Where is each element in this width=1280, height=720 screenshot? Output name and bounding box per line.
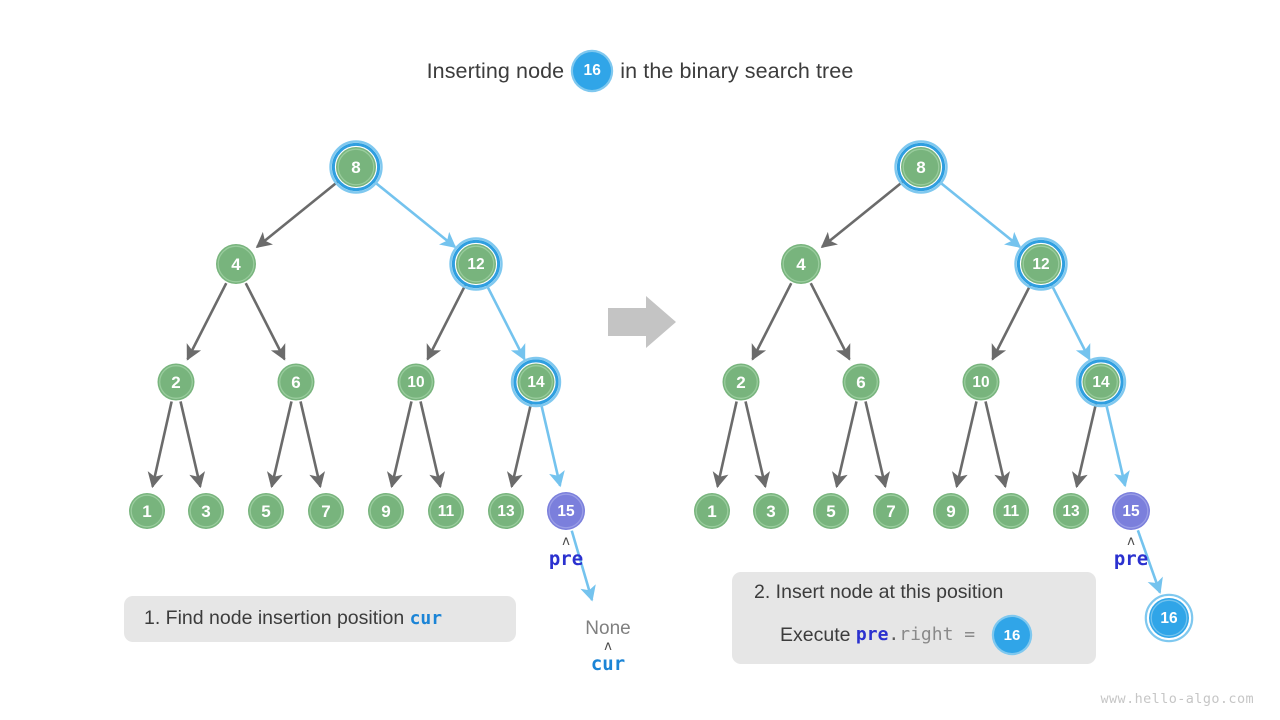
- caption-2-field-right: right: [899, 624, 954, 646]
- tree-node-7: 7: [873, 493, 909, 529]
- title-node-badge-16: 16: [573, 52, 612, 90]
- transition-arrow-icon: [608, 296, 676, 348]
- caption-2-text: 2. Insert node at this position: [754, 580, 1004, 603]
- tree-node-label: 5: [261, 502, 270, 521]
- tree-node-label: 8: [916, 158, 925, 177]
- tree-node-label: 5: [826, 502, 835, 521]
- tree-node-12: 12: [1014, 237, 1068, 291]
- left-pre-pointer: ʌ pre: [549, 535, 583, 569]
- title-text-after: in the binary search tree: [620, 58, 854, 83]
- tree-node-3: 3: [188, 493, 224, 529]
- tree-node-label: 13: [1062, 503, 1080, 520]
- none-value-text: None: [585, 618, 631, 639]
- tree-node-label: 4: [796, 255, 806, 274]
- tree-node-4: 4: [781, 244, 821, 284]
- tree-node-9: 9: [933, 493, 969, 529]
- caption-1-text: 1. Find node insertion position: [144, 607, 410, 630]
- caption-2-line-2: Execute pre . right = 16: [754, 617, 1074, 654]
- caption-step-1: 1. Find node insertion position cur: [124, 596, 516, 642]
- tree-node-15: 15: [1112, 492, 1150, 530]
- tree-node-11: 11: [428, 493, 464, 529]
- right-pre-pointer: ʌ pre: [1114, 535, 1148, 569]
- tree-node-3: 3: [753, 493, 789, 529]
- tree-node-9: 9: [368, 493, 404, 529]
- caption-2-line-1: 2. Insert node at this position: [754, 580, 1074, 603]
- tree-node-label: 15: [1122, 503, 1140, 520]
- tree-node-8: 8: [329, 140, 383, 194]
- tree-node-11: 11: [993, 493, 1029, 529]
- tree-node-label: 6: [291, 373, 300, 392]
- tree-node-label: 1: [707, 502, 716, 521]
- tree-node-label: 15: [557, 503, 575, 520]
- tree-node-13: 13: [488, 493, 524, 529]
- left-tree-edges: [147, 179, 596, 602]
- tree-node-14: 14: [1075, 356, 1127, 408]
- tree-node-6: 6: [277, 363, 315, 401]
- pre-caret-icon: ʌ: [562, 534, 570, 549]
- caption-2-var-pre: pre: [855, 624, 889, 646]
- tree-node-label: 8: [351, 158, 360, 177]
- tree-node-label: 6: [856, 373, 865, 392]
- tree-node-label: 3: [201, 502, 210, 521]
- tree-node-13: 13: [1053, 493, 1089, 529]
- caption-1-line: 1. Find node insertion position cur: [144, 609, 496, 629]
- tree-node-label: 4: [231, 255, 241, 274]
- caption-1-var-cur: cur: [409, 608, 443, 629]
- tree-node-label: 10: [972, 374, 989, 391]
- pre-label-text: pre: [1113, 548, 1149, 570]
- right-tree-edges: [712, 179, 1163, 595]
- pre-label-text: pre: [548, 548, 584, 570]
- tree-node-label: 12: [467, 256, 484, 273]
- title-text-before: Inserting node: [426, 58, 565, 83]
- pre-caret-icon: ʌ: [1127, 534, 1135, 549]
- tree-node-label: 13: [497, 503, 515, 520]
- caption-2-equals: =: [953, 624, 986, 646]
- tree-node-label: 11: [1003, 503, 1020, 520]
- tree-node-1: 1: [694, 493, 730, 529]
- tree-node-12: 12: [449, 237, 503, 291]
- tree-node-label: 14: [1092, 374, 1110, 391]
- tree-node-label: 16: [1160, 610, 1178, 627]
- tree-node-label: 1: [142, 502, 151, 521]
- tree-node-15: 15: [547, 492, 585, 530]
- tree-node-label: 7: [886, 502, 895, 521]
- tree-node-label: 2: [736, 373, 745, 392]
- tree-node-label: 9: [381, 502, 390, 521]
- tree-node-label: 12: [1032, 256, 1049, 273]
- tree-node-16: 16: [1144, 593, 1194, 643]
- caption-2-execute-text: Execute: [780, 623, 856, 646]
- tree-node-label: 7: [321, 502, 330, 521]
- tree-node-14: 14: [510, 356, 562, 408]
- tree-node-label: 11: [438, 503, 455, 520]
- tree-node-4: 4: [216, 244, 256, 284]
- tree-node-5: 5: [248, 493, 284, 529]
- tree-node-2: 2: [722, 363, 760, 401]
- tree-node-2: 2: [157, 363, 195, 401]
- cur-label-text: cur: [590, 653, 626, 675]
- caption-2-dot: .: [888, 624, 900, 646]
- tree-node-8: 8: [894, 140, 948, 194]
- tree-node-5: 5: [813, 493, 849, 529]
- cur-caret-icon: ʌ: [604, 639, 612, 654]
- caption-step-2: 2. Insert node at this position Execute …: [732, 572, 1096, 664]
- footer-watermark: www.hello-algo.com: [1100, 691, 1254, 707]
- tree-node-label: 9: [946, 502, 955, 521]
- left-cur-pointer: ʌ cur: [591, 640, 625, 674]
- tree-node-6: 6: [842, 363, 880, 401]
- tree-node-label: 2: [171, 373, 180, 392]
- tree-node-label: 14: [527, 374, 545, 391]
- tree-node-1: 1: [129, 493, 165, 529]
- caption-2-node-badge-16: 16: [993, 617, 1030, 654]
- tree-node-10: 10: [397, 363, 435, 401]
- tree-node-label: 3: [766, 502, 775, 521]
- tree-node-label: 10: [407, 374, 424, 391]
- tree-node-7: 7: [308, 493, 344, 529]
- tree-node-10: 10: [962, 363, 1000, 401]
- page-title: Inserting node 16 in the binary search t…: [0, 52, 1280, 90]
